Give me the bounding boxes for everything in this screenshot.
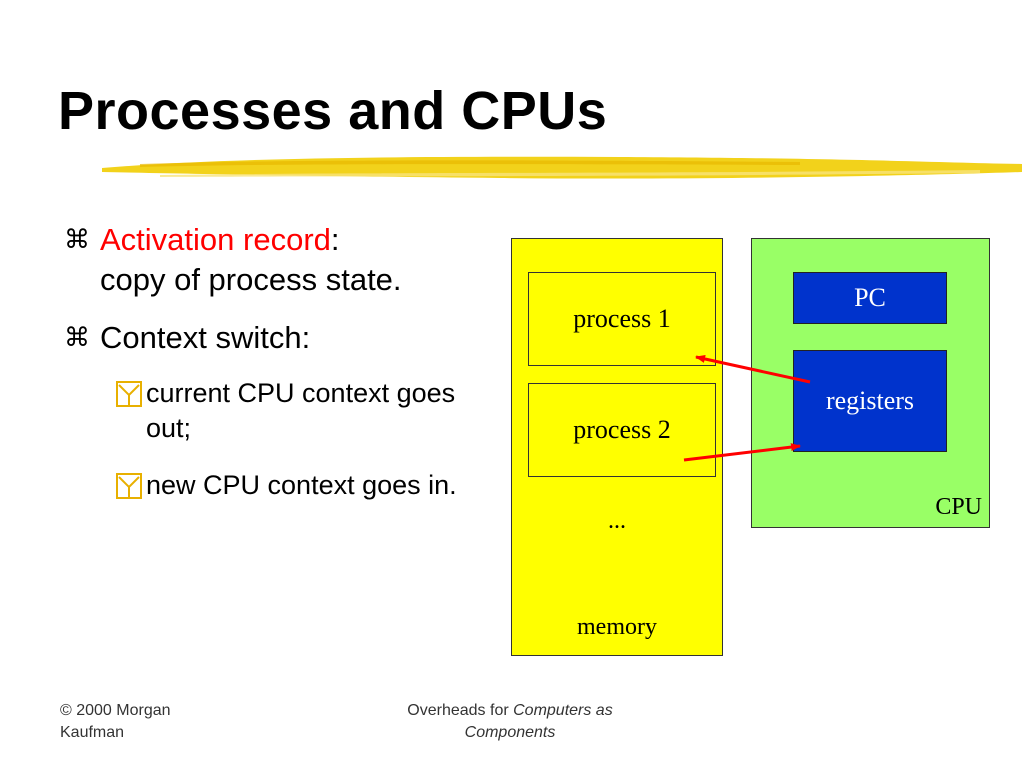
bullet-context-switch: ⌘ Context switch: (64, 318, 504, 358)
footer-italic-1: Computers as (513, 702, 613, 719)
bullet-command-icon: ⌘ (64, 323, 90, 353)
sub-bullet-box-icon (116, 468, 146, 503)
memory-label: memory (577, 614, 657, 640)
cpu-label: CPU (935, 494, 982, 520)
footer-copyright-line2: Kaufman (60, 724, 125, 741)
activation-definition: copy of process state. (100, 262, 402, 297)
sub-bullet-box-icon (116, 376, 146, 411)
context-switch-text: Context switch: (100, 320, 311, 355)
sub-bullet-out-text: current CPU context goes out; (146, 378, 456, 443)
memory-ellipsis: ... (608, 508, 626, 534)
activation-colon: : (330, 222, 340, 257)
process-2-box: process 2 (528, 383, 716, 477)
footer-copyright-line1: © 2000 Morgan (60, 702, 171, 719)
footer-copyright: © 2000 Morgan Kaufman (60, 700, 171, 744)
registers-box: registers (793, 350, 947, 452)
bullet-activation-record: ⌘ Activation record: copy of process sta… (64, 220, 504, 300)
sub-bullet-in-text: new CPU context goes in. (146, 470, 457, 500)
sub-bullet-out: current CPU context goes out; (116, 376, 504, 446)
bullet-list: ⌘ Activation record: copy of process sta… (64, 220, 504, 525)
footer-prefix: Overheads for (407, 702, 514, 719)
footer-book-title: Overheads for Computers as Components (360, 700, 660, 744)
process-1-box: process 1 (528, 272, 716, 366)
sub-bullet-in: new CPU context goes in. (116, 468, 504, 503)
slide-title: Processes and CPUs (58, 81, 608, 141)
footer-italic-2: Components (464, 724, 556, 741)
pc-register-box: PC (793, 272, 947, 324)
bullet-command-icon: ⌘ (64, 225, 90, 255)
title-underline-brush (102, 156, 1022, 179)
activation-record-term: Activation record (100, 222, 331, 257)
